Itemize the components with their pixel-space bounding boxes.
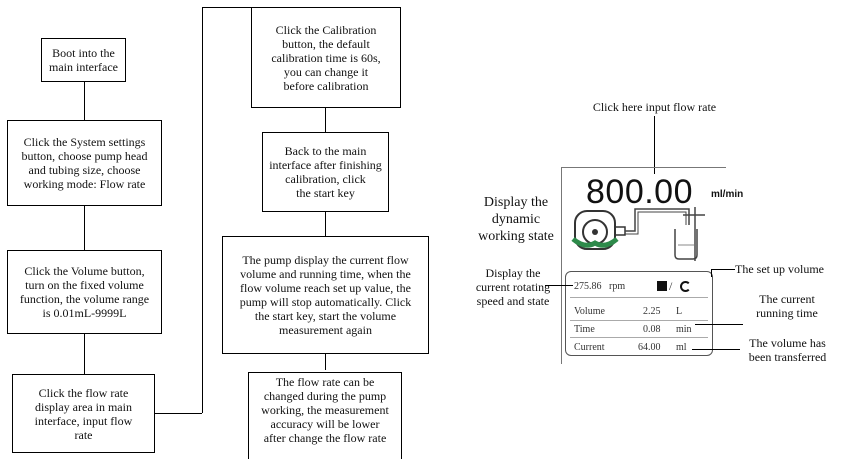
connector xyxy=(155,413,202,414)
step-volume: Click the Volume button, turn on the fix… xyxy=(7,250,162,334)
stop-icon[interactable] xyxy=(657,281,667,291)
connector xyxy=(84,206,85,250)
current-unit: ml xyxy=(676,342,687,353)
divider xyxy=(570,337,708,338)
annotation-set-volume: The set up volume xyxy=(735,262,824,276)
pointer-line xyxy=(711,269,712,277)
slash-separator: / xyxy=(669,279,673,293)
connector xyxy=(202,7,203,413)
step-flow-rate: Click the flow rate display area in main… xyxy=(12,374,155,453)
time-value: 0.08 xyxy=(643,324,661,335)
volume-unit: L xyxy=(676,306,683,317)
pointer-line xyxy=(545,285,573,286)
step-back-main: Back to the main interface after finishi… xyxy=(262,132,389,212)
pointer-line xyxy=(695,324,743,325)
annotation-transferred: The volume has been transferred xyxy=(748,336,827,364)
speed-value: 275.86 xyxy=(574,281,602,292)
pointer-line xyxy=(711,269,735,270)
connector xyxy=(325,212,326,236)
speed-unit: rpm xyxy=(609,281,626,292)
time-label: Time xyxy=(574,324,595,335)
step-boot: Boot into the main interface xyxy=(41,38,126,82)
flow-rate-display[interactable]: 800.00 xyxy=(586,173,693,211)
annotation-running-time: The current running time xyxy=(756,292,818,320)
step-display-volume: The pump display the current flow volume… xyxy=(222,236,429,354)
step-change-flow: The flow rate can be changed during the … xyxy=(248,372,402,459)
pointer-line xyxy=(692,349,740,350)
divider xyxy=(570,320,708,321)
annotation-dynamic-state: Display the dynamic working state xyxy=(478,195,554,244)
connector xyxy=(325,108,326,132)
divider xyxy=(570,297,708,298)
connector xyxy=(325,354,326,370)
pointer-line xyxy=(654,116,655,174)
step-calibration: Click the Calibration button, the defaul… xyxy=(251,7,401,108)
beaker-icon xyxy=(674,229,698,260)
annotation-speed: Display the current rotating speed and s… xyxy=(475,266,551,308)
connector xyxy=(84,82,85,120)
tubing-icon xyxy=(571,237,619,248)
flow-rate-unit: ml/min xyxy=(711,189,744,200)
volume-value: 2.25 xyxy=(643,306,661,317)
status-box xyxy=(565,271,713,356)
connector xyxy=(84,334,85,374)
current-value: 64.00 xyxy=(638,342,661,353)
time-unit: min xyxy=(676,324,692,335)
annotation-flow-rate: Click here input flow rate xyxy=(592,100,717,114)
pump-screen-panel xyxy=(561,167,726,364)
current-label: Current xyxy=(574,342,605,353)
volume-label: Volume xyxy=(574,306,605,317)
reverse-icon[interactable] xyxy=(680,281,691,292)
pump-head-icon xyxy=(571,207,705,261)
step-system-settings: Click the System settings button, choose… xyxy=(7,120,162,206)
